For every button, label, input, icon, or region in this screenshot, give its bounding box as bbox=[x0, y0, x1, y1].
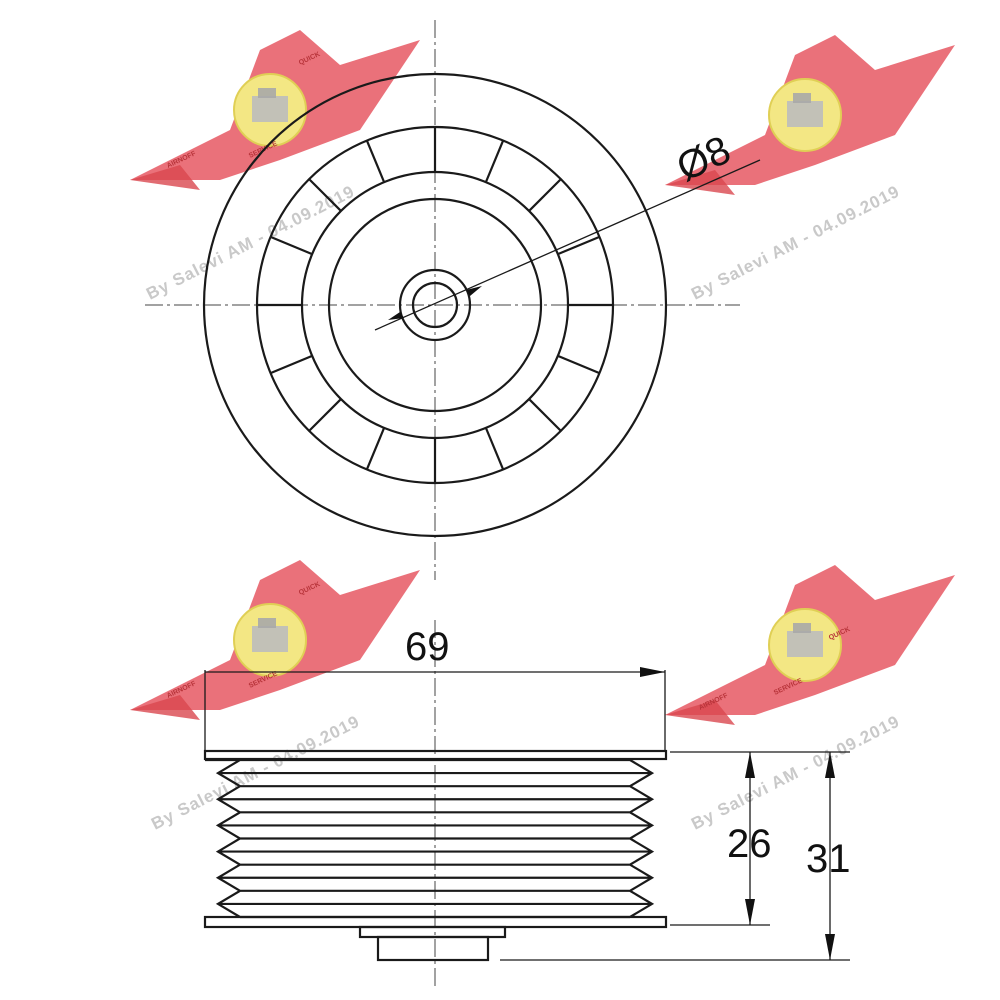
outer-diameter-label: 69 bbox=[405, 625, 450, 669]
radial-rib bbox=[528, 398, 562, 432]
watermark-text-top-left: By Salevi AM - 04.09.2019 bbox=[143, 182, 358, 304]
groove-arrow-bottom bbox=[745, 899, 755, 925]
bearing-inner-ring bbox=[376, 935, 490, 962]
radial-rib bbox=[484, 427, 505, 470]
pulley-profile bbox=[205, 758, 655, 919]
side-view: 69 26 31 bbox=[203, 620, 851, 990]
radial-rib bbox=[484, 140, 505, 183]
watermark-text-bottom-right: By Salevi AM - 04.09.2019 bbox=[688, 712, 903, 834]
total-arrow-bottom bbox=[825, 934, 835, 960]
radial-rib bbox=[365, 140, 386, 183]
total-width-label: 31 bbox=[806, 837, 851, 881]
radial-rib bbox=[308, 398, 342, 432]
total-arrow-top bbox=[825, 752, 835, 778]
top-flange bbox=[203, 749, 668, 761]
radial-rib bbox=[270, 235, 313, 256]
radial-rib bbox=[557, 354, 600, 375]
watermark-text-top-right: By Salevi AM - 04.09.2019 bbox=[688, 182, 903, 304]
outer-rim-circle bbox=[202, 72, 668, 538]
bore-dimension-leader bbox=[374, 159, 761, 331]
bore-outer-circle bbox=[398, 268, 472, 342]
bore-arrow-2 bbox=[466, 286, 482, 296]
radial-rib bbox=[270, 354, 313, 375]
bore-inner-circle bbox=[411, 281, 459, 329]
radial-rib bbox=[365, 427, 386, 470]
front-view: Ø8 bbox=[145, 20, 761, 580]
bearing-boss bbox=[358, 925, 507, 939]
groove-width-label: 26 bbox=[727, 822, 772, 866]
radial-rib bbox=[528, 178, 562, 212]
radial-rib bbox=[308, 178, 342, 212]
hub-outer-circle bbox=[327, 197, 543, 413]
radial-rib bbox=[557, 235, 600, 256]
diameter-arrow-right bbox=[640, 667, 665, 677]
groove-arrow-top bbox=[745, 752, 755, 778]
radial-ribs bbox=[257, 127, 613, 483]
bore-arrow-1 bbox=[388, 312, 404, 320]
